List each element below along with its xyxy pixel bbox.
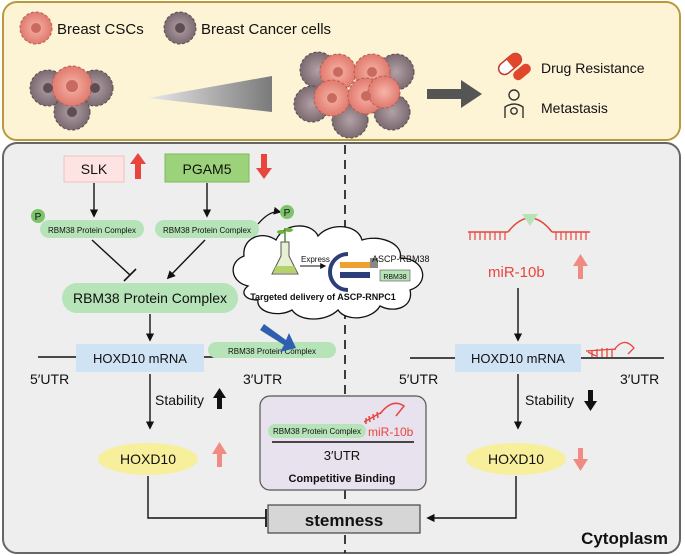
rbm38-box-label: RBM38 bbox=[383, 274, 406, 281]
comp-mirna-label: miR-10b bbox=[368, 425, 414, 439]
right-mirna-up-arrow bbox=[573, 254, 588, 279]
increase-wedge bbox=[148, 76, 272, 112]
left-3utr: 3′UTR bbox=[243, 371, 282, 387]
left-stability-label: Stability bbox=[155, 392, 204, 408]
right-stability-down-arrow bbox=[584, 390, 597, 411]
right-stability-label: Stability bbox=[525, 392, 574, 408]
left-mrna-box bbox=[76, 344, 204, 372]
left-inhibition-path bbox=[147, 476, 266, 519]
right-mrna-box bbox=[455, 344, 581, 372]
legend-cancer: Breast Cancer cells bbox=[163, 11, 331, 45]
left-stability-up-arrow bbox=[213, 388, 226, 409]
small-cell-cluster bbox=[29, 65, 114, 131]
competitive-binding-box bbox=[259, 395, 427, 491]
pgam5-down-arrow bbox=[256, 154, 272, 179]
comp-utr-label: 3′UTR bbox=[324, 448, 360, 463]
pgam5-label: PGAM5 bbox=[182, 161, 231, 177]
big-complex bbox=[62, 283, 238, 313]
phospho-left bbox=[31, 209, 45, 223]
csc-legend-label: Breast CSCs bbox=[57, 21, 144, 38]
activation-line bbox=[166, 239, 206, 280]
stemness-label: stemness bbox=[305, 511, 383, 530]
pill-icon-2 bbox=[513, 63, 531, 81]
right-hoxd10-down-arrow bbox=[573, 448, 588, 471]
phospho-right-label: P bbox=[284, 208, 291, 219]
cytoplasm-label: Cytoplasm bbox=[581, 529, 668, 548]
right-mrna-label: HOXD10 mRNA bbox=[471, 351, 565, 366]
slk-label: SLK bbox=[81, 161, 108, 177]
delivery-caption: Targeted delivery of ASCP-RNPC1 bbox=[250, 292, 396, 302]
small-complex-right-label: RBM38 Protein Complex bbox=[163, 226, 251, 235]
right-mirna-label: miR-10b bbox=[488, 264, 545, 281]
left-5utr: 5′UTR bbox=[30, 371, 69, 387]
right-bound-mirna bbox=[585, 341, 635, 357]
phospho-left-label: P bbox=[35, 212, 42, 223]
left-hoxd10 bbox=[98, 443, 198, 475]
construct-label: ASCP-RBM38 bbox=[372, 254, 430, 264]
metastasis-label: Metastasis bbox=[541, 100, 608, 116]
dephospho-arrow bbox=[257, 206, 282, 225]
right-activation-path bbox=[426, 476, 517, 523]
small-complex-left bbox=[40, 220, 144, 238]
bound-complex bbox=[208, 342, 336, 358]
ascp-rbm38-construct bbox=[328, 252, 378, 292]
cancer-legend-label: Breast Cancer cells bbox=[201, 21, 331, 38]
right-hoxd10 bbox=[466, 443, 566, 475]
inhibition-line bbox=[91, 239, 131, 276]
stemness-box bbox=[267, 504, 421, 534]
comp-complex-label: RBM38 Protein Complex bbox=[273, 427, 361, 436]
drug-resistance-label: Drug Resistance bbox=[541, 60, 645, 76]
comp-complex bbox=[268, 424, 366, 438]
right-hoxd10-label: HOXD10 bbox=[488, 451, 544, 467]
rbm38-box bbox=[379, 269, 411, 282]
legend-csc: Breast CSCs bbox=[19, 11, 144, 45]
metastasis-person-icon bbox=[504, 89, 524, 118]
big-complex-label: RBM38 Protein Complex bbox=[73, 290, 227, 306]
pill-icon bbox=[497, 52, 523, 76]
large-cell-cluster bbox=[293, 51, 415, 139]
delivery-arrow bbox=[260, 324, 296, 352]
flask-icon bbox=[271, 228, 299, 275]
phospho-right bbox=[280, 205, 294, 219]
comp-mirna-hairpin bbox=[363, 402, 406, 424]
left-mrna-label: HOXD10 mRNA bbox=[93, 351, 187, 366]
pgam5-box bbox=[164, 153, 250, 183]
right-3utr: 3′UTR bbox=[620, 371, 659, 387]
small-complex-right bbox=[155, 220, 259, 238]
right-5utr: 5′UTR bbox=[399, 371, 438, 387]
slk-up-arrow bbox=[130, 153, 146, 179]
progression-arrow bbox=[427, 80, 482, 108]
left-hoxd10-up-arrow bbox=[212, 442, 227, 467]
express-label: Express bbox=[301, 255, 330, 264]
right-mirna-hairpin bbox=[468, 214, 590, 240]
comp-caption: Competitive Binding bbox=[289, 473, 396, 485]
left-hoxd10-label: HOXD10 bbox=[120, 451, 176, 467]
slk-box bbox=[63, 155, 125, 183]
bound-complex-label: RBM38 Protein Complex bbox=[228, 347, 316, 356]
small-complex-left-label: RBM38 Protein Complex bbox=[48, 226, 136, 235]
